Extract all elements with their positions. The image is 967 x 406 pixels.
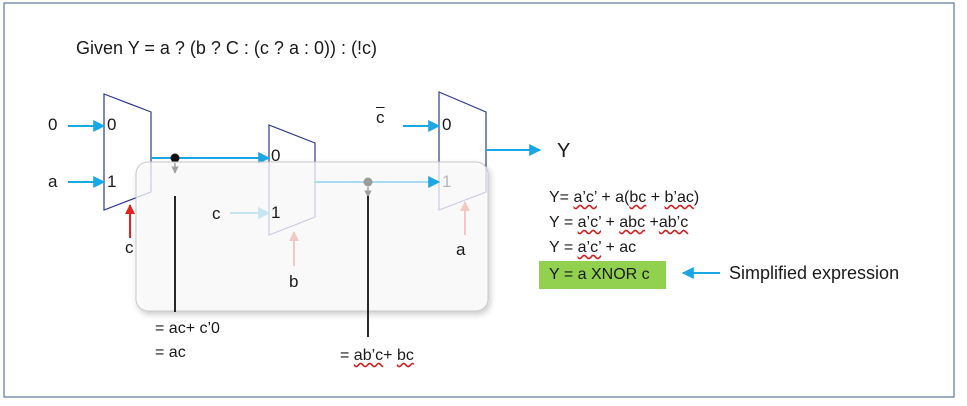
mux1-expr-line2: = ac: [155, 344, 186, 361]
mux1-input1-source: a: [48, 172, 58, 191]
mux1-port1-label: 1: [107, 172, 117, 191]
equation-1: Y= a’c’ + a(bc + b’ac): [549, 189, 700, 206]
junction-dot-mux1: [170, 153, 180, 163]
mux2-port1-label: 1: [271, 203, 281, 222]
mux1-expr-line1: = ac+ c’0: [155, 320, 220, 337]
equation-3: Y = a’c’ + ac: [549, 239, 637, 256]
mux2-expr: = ab’c+ bc: [340, 347, 414, 364]
mux3-select-label: a: [456, 240, 466, 259]
mux1-select-label: c: [125, 238, 134, 257]
mux2-input1-source: c: [212, 204, 221, 223]
output-label: Y: [557, 140, 571, 162]
overlay-panel: [135, 161, 489, 312]
outer-frame: [3, 2, 955, 398]
problem-title: Given Y = a ? (b ? C : (c ? a : 0)) : (!…: [76, 38, 377, 58]
mux3-port0-label: 0: [442, 115, 452, 134]
mux3-port1-label: 1: [442, 172, 452, 191]
mux3-input0-source: c: [376, 108, 385, 127]
mux1-input0-source: 0: [48, 115, 58, 134]
mux2-select-label: b: [289, 272, 299, 291]
equation-2: Y = a’c’ + abc +ab’c: [549, 214, 689, 231]
junction-dot-mux2: [363, 177, 373, 187]
mux2-port0-label: 0: [271, 146, 281, 165]
equation-result: Y = a XNOR c: [549, 266, 650, 283]
mux1-port0-label: 0: [107, 115, 117, 134]
result-highlight: [539, 261, 666, 289]
simplified-expression-label: Simplified expression: [729, 263, 900, 283]
